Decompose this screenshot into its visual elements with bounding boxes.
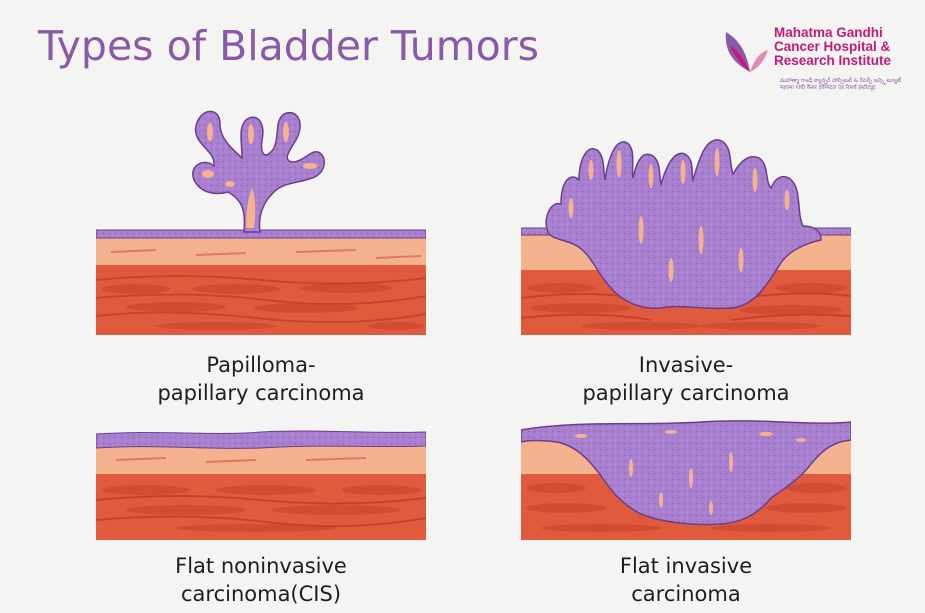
page-title: Types of Bladder Tumors — [38, 22, 539, 70]
logo-subtext-telugu: మహాత్మా గాంధీ క్యాన్సర్ హాస్పిటల్ & రీసె… — [780, 78, 910, 85]
urothelium-layer — [96, 230, 426, 238]
caption-line-2: papillary carcinoma — [96, 379, 426, 407]
caption-invasive-papillary: Invasive- papillary carcinoma — [521, 351, 851, 407]
caption-line-1: Papilloma- — [96, 351, 426, 379]
butterfly-logo-icon — [722, 24, 778, 76]
hospital-logo: Mahatma Gandhi Cancer Hospital & Researc… — [722, 18, 922, 98]
caption-flat-noninvasive: Flat noninvasive carcinoma(CIS) — [96, 552, 426, 608]
papillary-tumor — [193, 111, 324, 232]
caption-line-1: Flat noninvasive — [96, 552, 426, 580]
papilloma-diagram — [96, 100, 426, 335]
logo-line-3: Research Institute — [774, 54, 891, 68]
cis-layer — [96, 431, 426, 448]
tissue-layers — [96, 446, 426, 540]
caption-line-2: papillary carcinoma — [521, 379, 851, 407]
logo-line-2: Cancer Hospital & — [774, 40, 891, 54]
flat-invasive-diagram — [521, 418, 851, 540]
panel-invasive-papillary — [521, 130, 851, 335]
panel-flat-noninvasive — [96, 430, 426, 540]
logo-subtext-hindi: महात्मा गांधी कैंसर हॉस्पिटल एंड रिसर्च … — [780, 85, 910, 92]
caption-flat-invasive: Flat invasive carcinoma — [521, 552, 851, 608]
logo-line-1: Mahatma Gandhi — [774, 26, 891, 40]
logo-name: Mahatma Gandhi Cancer Hospital & Researc… — [774, 26, 891, 68]
panel-papilloma — [96, 100, 426, 335]
caption-line-2: carcinoma(CIS) — [96, 580, 426, 608]
panel-flat-invasive — [521, 418, 851, 540]
caption-papilloma: Papilloma- papillary carcinoma — [96, 351, 426, 407]
flat-noninvasive-diagram — [96, 430, 426, 540]
caption-line-2: carcinoma — [521, 580, 851, 608]
caption-line-1: Flat invasive — [521, 552, 851, 580]
logo-subtext: మహాత్మా గాంధీ క్యాన్సర్ హాస్పిటల్ & రీసె… — [780, 78, 910, 92]
invasive-papillary-diagram — [521, 130, 851, 335]
tissue-layers — [96, 235, 426, 335]
caption-line-1: Invasive- — [521, 351, 851, 379]
